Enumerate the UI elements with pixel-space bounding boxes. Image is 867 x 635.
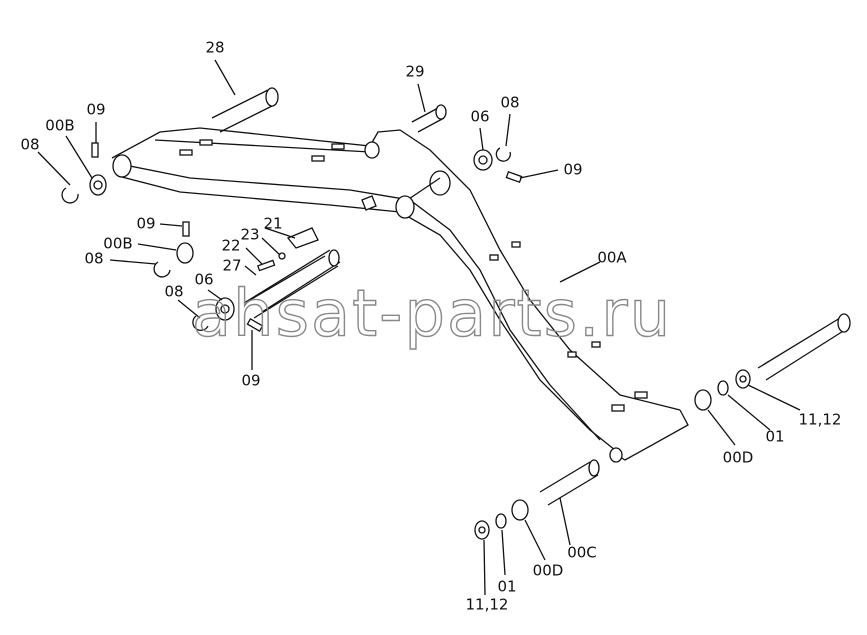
label-11-12: 11,12: [799, 411, 842, 429]
label-00C: 00C: [567, 544, 597, 562]
label-21: 21: [263, 215, 282, 233]
parts: [61, 87, 851, 540]
label-09: 09: [86, 101, 105, 119]
label-00B: 00B: [103, 235, 132, 253]
label-08: 08: [84, 250, 103, 268]
label-22: 22: [221, 237, 240, 255]
label-00A: 00A: [597, 249, 627, 267]
label-06: 06: [194, 271, 213, 289]
leader-lines: [37, 59, 801, 596]
label-11-12: 11,12: [466, 596, 509, 614]
label-08: 08: [164, 283, 183, 301]
label-01: 01: [497, 578, 516, 596]
label-01: 01: [765, 428, 784, 446]
label-08: 08: [20, 136, 39, 154]
label-09: 09: [563, 161, 582, 179]
label-06: 06: [470, 108, 489, 126]
boom-00A: [111, 127, 689, 463]
label-29: 29: [405, 63, 424, 81]
label-27: 27: [222, 257, 241, 275]
label-00B: 00B: [45, 117, 74, 135]
label-00D: 00D: [723, 449, 754, 467]
label-23: 23: [240, 226, 259, 244]
part-labels: 28 29 06 08 09 00B 09 08 09 00B 08 21 23…: [20, 39, 841, 614]
watermark: ahsat-parts.ru: [192, 278, 672, 352]
label-28: 28: [205, 39, 224, 57]
label-00D: 00D: [533, 562, 564, 580]
label-09: 09: [241, 372, 260, 390]
label-08: 08: [500, 94, 519, 112]
label-09: 09: [136, 215, 155, 233]
